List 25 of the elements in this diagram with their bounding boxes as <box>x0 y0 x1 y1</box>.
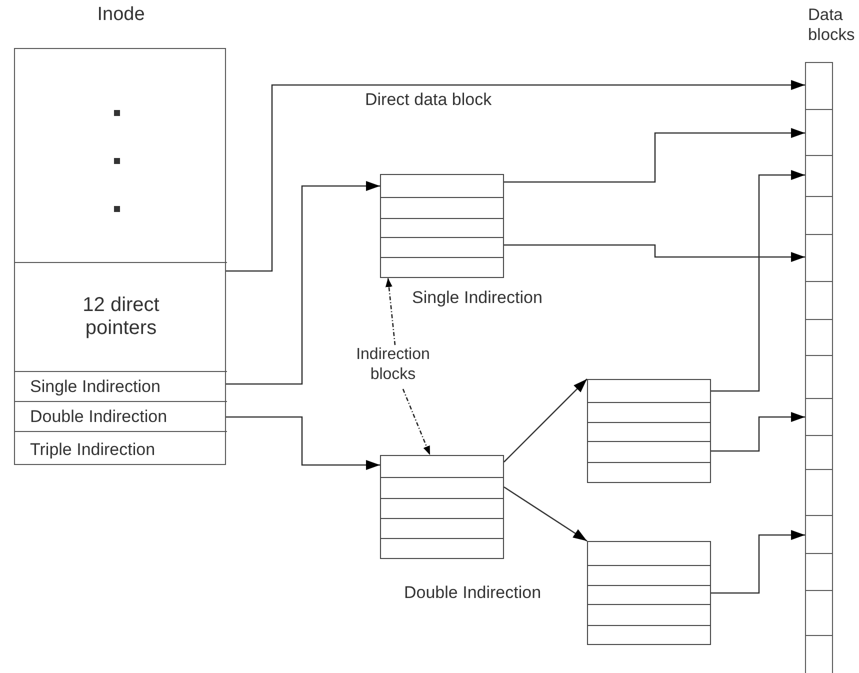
inode-field: Single Indirection <box>15 371 227 401</box>
inode-field: Triple Indirection <box>15 431 227 466</box>
arrow <box>504 128 805 183</box>
arrow <box>504 486 588 542</box>
arrow <box>711 170 805 392</box>
arrow <box>504 378 588 462</box>
arrow <box>504 244 805 262</box>
arrow <box>711 412 805 452</box>
dashed-arrow <box>385 278 396 346</box>
block-caption: Double Indirection <box>404 583 542 603</box>
indirection-block <box>587 379 711 483</box>
indirection-block <box>587 541 711 645</box>
indirection-block <box>380 174 504 278</box>
annotation: Indirection blocks <box>343 345 443 389</box>
arrow <box>226 416 380 470</box>
arrow <box>226 181 380 385</box>
arrow <box>226 80 805 272</box>
heading: Inode <box>96 5 146 25</box>
arrow <box>711 530 805 594</box>
inode-field: 12 direct pointers <box>15 262 227 371</box>
block-caption: Single Indirection <box>412 288 542 308</box>
dashed-arrow <box>402 388 431 456</box>
heading: Data blocks <box>808 5 856 45</box>
inode-field: Double Indirection <box>15 401 227 431</box>
indirection-block <box>380 455 504 559</box>
